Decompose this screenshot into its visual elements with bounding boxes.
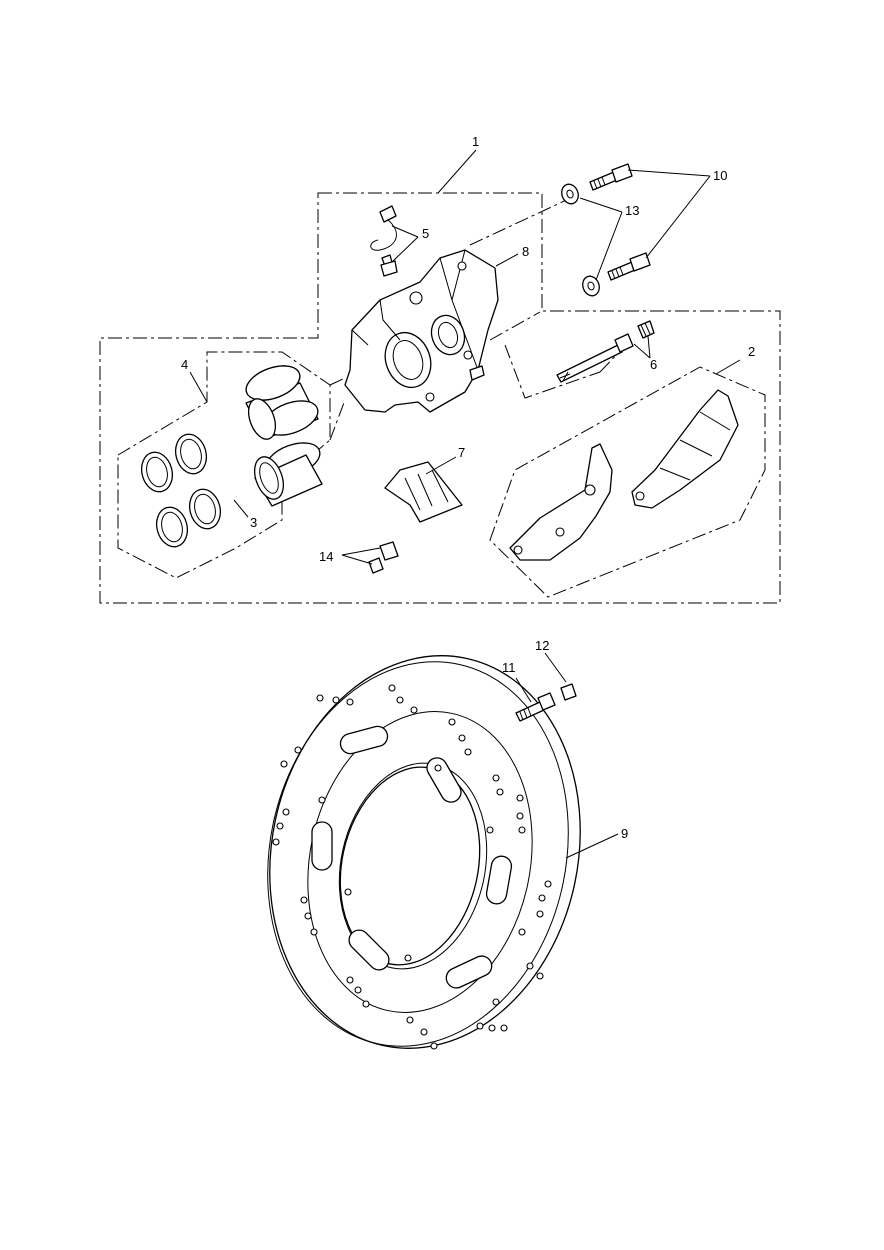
callout-7: 7: [458, 445, 465, 460]
callout-13: 13: [625, 203, 639, 218]
pad-set-group-boundary: [489, 366, 766, 598]
piston-upper: [245, 365, 319, 440]
callout-8: 8: [522, 244, 529, 259]
projection-lines: [329, 195, 626, 441]
callout-10: 10: [713, 168, 727, 183]
callout-6: 6: [650, 357, 657, 372]
callout-1: 1: [472, 134, 479, 149]
pin-plug: [637, 320, 655, 339]
disc-bolt: [515, 692, 556, 722]
piston-seals: [140, 433, 222, 548]
callout-3: 3: [250, 515, 257, 530]
caliper-body: [344, 249, 499, 413]
callout-labels: 1 2 3 4 5 6 7 8 9 10 11 12 13 14: [181, 134, 755, 841]
caliper-mount-bolt-lower: [607, 252, 651, 281]
caliper-assembly-boundary: [99, 192, 781, 604]
callout-2: 2: [748, 344, 755, 359]
brake-disc: [267, 655, 581, 1050]
callout-5: 5: [422, 226, 429, 241]
brake-pad-friction: [631, 389, 739, 509]
callout-12: 12: [535, 638, 549, 653]
brake-pad-backing: [509, 443, 613, 561]
bleed-valve: [380, 254, 398, 277]
callout-11: 11: [502, 660, 516, 675]
disc-holes: [272, 684, 552, 1050]
piston-lower: [254, 442, 323, 507]
pad-retaining-pin: [556, 333, 634, 383]
callout-4: 4: [181, 357, 188, 372]
pad-spring: [384, 461, 463, 523]
washer-upper: [561, 183, 579, 205]
leader-lines: [189, 149, 741, 859]
bleed-valve-cap: [370, 205, 397, 251]
callout-14: 14: [319, 549, 333, 564]
seal-kit-group-boundary: [117, 351, 331, 579]
washer-lower: [582, 275, 600, 297]
small-fitting-lower: [368, 557, 384, 574]
caliper-mount-bolt-upper: [589, 163, 633, 191]
callout-9: 9: [621, 826, 628, 841]
small-fitting-upper: [379, 541, 399, 561]
disc-bolt-spacer: [560, 683, 577, 701]
